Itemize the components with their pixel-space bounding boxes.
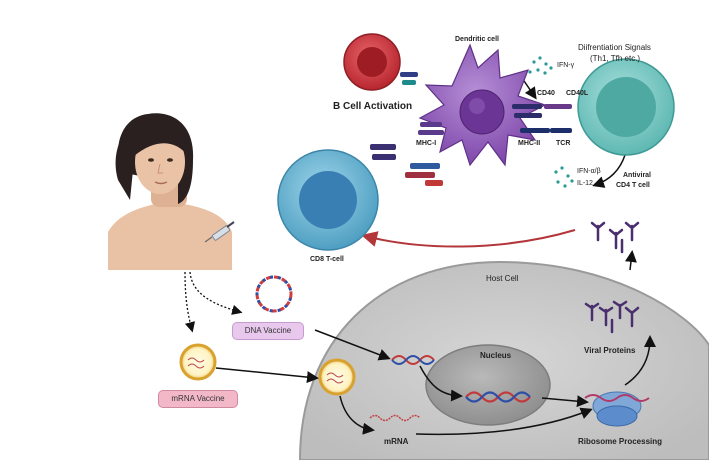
mhc-i-label: MHC-I xyxy=(416,140,437,147)
cytokine-dots-ifn-gamma xyxy=(528,56,553,75)
il12-label: IL-12 xyxy=(577,180,593,187)
tcr-label: TCR xyxy=(556,140,571,147)
cd4-t-cell-label: CD4 T cell xyxy=(616,182,650,189)
cd40-label: CD40 xyxy=(537,90,555,97)
nucleus xyxy=(425,344,551,426)
mrna-label: mRNA xyxy=(384,437,409,446)
viral-proteins-released xyxy=(590,221,640,254)
dna-vaccine-badge: DNA Vaccine xyxy=(232,322,304,340)
ifn-alpha-beta-label: IFN-α/β xyxy=(577,168,601,175)
receptor-complexes xyxy=(370,72,572,186)
differentiation-subtypes-label: (Th1, Tfh etc.) xyxy=(590,54,641,63)
viral-proteins-label: Viral Proteins xyxy=(584,346,636,355)
b-cell-activation-label: B Cell Activation xyxy=(333,101,413,112)
cytokine-dots-ifn-il12 xyxy=(554,166,574,188)
ifn-gamma-label: IFN-γ xyxy=(557,62,575,69)
red-feedback-arrow xyxy=(361,229,576,248)
dendritic-cell xyxy=(418,43,547,167)
viral-proteins-cell xyxy=(584,300,640,334)
delivery-arrows xyxy=(184,271,243,333)
syringe-icon xyxy=(204,221,235,243)
dna-plasmid-icon xyxy=(255,275,293,313)
dna-helix-cytoplasm xyxy=(391,355,435,365)
dendritic-cell-label: Dendritic cell xyxy=(455,36,499,43)
mrna-vaccine-badge: mRNA Vaccine xyxy=(158,390,238,408)
ribosome-processing-label: Ribosome Processing xyxy=(578,437,663,446)
person-illustration xyxy=(108,113,232,270)
mrna-strand xyxy=(369,414,421,422)
cd40l-label: CD40L xyxy=(566,90,589,97)
ribosome-icon xyxy=(584,391,650,427)
cd8-t-cell-label: CD8 T-cell xyxy=(310,256,344,263)
b-cell xyxy=(343,33,401,91)
differentiation-signals-label: Diifrentiation Signals xyxy=(578,43,651,52)
dna-helix-nucleus xyxy=(465,391,531,403)
pathway-arrows xyxy=(215,74,656,436)
mrna-lnp-center xyxy=(318,358,356,396)
nucleus-label: Nucleus xyxy=(480,351,512,360)
mhc-ii-label: MHC-II xyxy=(518,140,541,147)
mrna-lnp-left xyxy=(179,343,217,381)
cd8-t-cell xyxy=(277,149,379,251)
host-cell-label: Host Cell xyxy=(486,274,519,283)
antiviral-label: Antiviral xyxy=(623,172,652,179)
cd4-t-cell xyxy=(577,58,675,156)
